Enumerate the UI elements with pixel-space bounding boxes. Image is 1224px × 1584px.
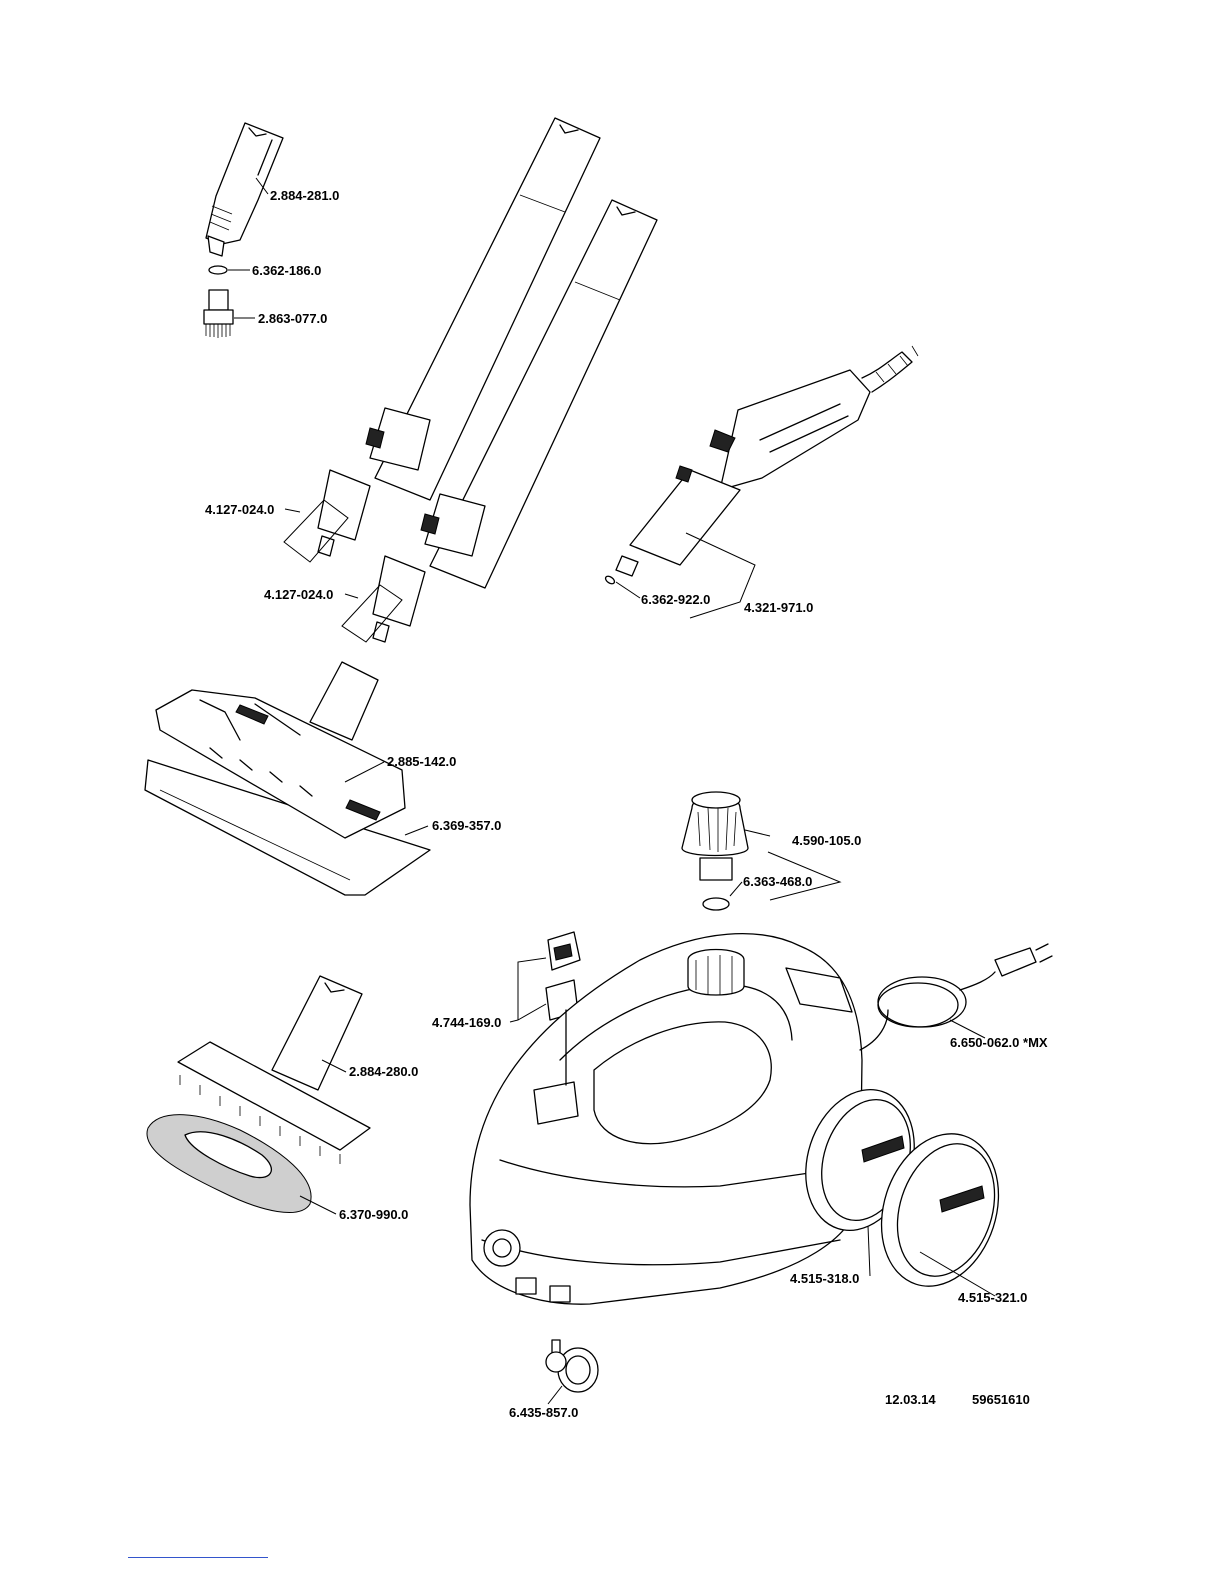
filler-cap-o-ring-drawing <box>703 898 729 910</box>
part-label-floor-nozzle: 2.885-142.0 <box>387 754 456 769</box>
diagram-date: 12.03.14 <box>885 1392 936 1407</box>
part-label-gun-o-ring: 6.362-922.0 <box>641 592 710 607</box>
castor-wheel-drawing <box>546 1340 598 1392</box>
part-label-o-ring: 6.362-186.0 <box>252 263 321 278</box>
part-label-switch: 4.744-169.0 <box>432 1015 501 1030</box>
part-label-castor-wheel: 6.435-857.0 <box>509 1405 578 1420</box>
hand-spray-gun-drawing <box>616 346 918 576</box>
diagram-document-number: 59651610 <box>972 1392 1030 1407</box>
o-ring-small-drawing <box>209 266 227 274</box>
steam-cleaner-body-drawing <box>470 934 862 1305</box>
o-ring-gun-drawing <box>604 575 616 586</box>
part-label-floor-cloth: 6.369-357.0 <box>432 818 501 833</box>
round-brush-drawing <box>204 290 233 338</box>
part-label-rear-wheel-inner: 4.515-318.0 <box>790 1271 859 1286</box>
part-label-extension-tube-2: 4.127-024.0 <box>264 587 333 602</box>
part-label-brush-cover: 6.370-990.0 <box>339 1207 408 1222</box>
part-label-hand-spray-gun: 4.321-971.0 <box>744 600 813 615</box>
part-label-hand-brush: 2.884-280.0 <box>349 1064 418 1079</box>
part-label-rear-wheel-outer: 4.515-321.0 <box>958 1290 1027 1305</box>
part-label-power-cord: 6.650-062.0 *MX <box>950 1035 1048 1050</box>
part-label-round-brush: 2.863-077.0 <box>258 311 327 326</box>
part-label-detail-nozzle: 2.884-281.0 <box>270 188 339 203</box>
filler-cap-drawing <box>682 792 748 880</box>
part-label-filler-o-ring: 6.363-468.0 <box>743 874 812 889</box>
footer-link-rule[interactable] <box>128 1557 268 1558</box>
hand-brush-cover-drawing <box>147 1115 311 1213</box>
part-label-extension-tube-1: 4.127-024.0 <box>205 502 274 517</box>
part-label-filler-cap: 4.590-105.0 <box>792 833 861 848</box>
